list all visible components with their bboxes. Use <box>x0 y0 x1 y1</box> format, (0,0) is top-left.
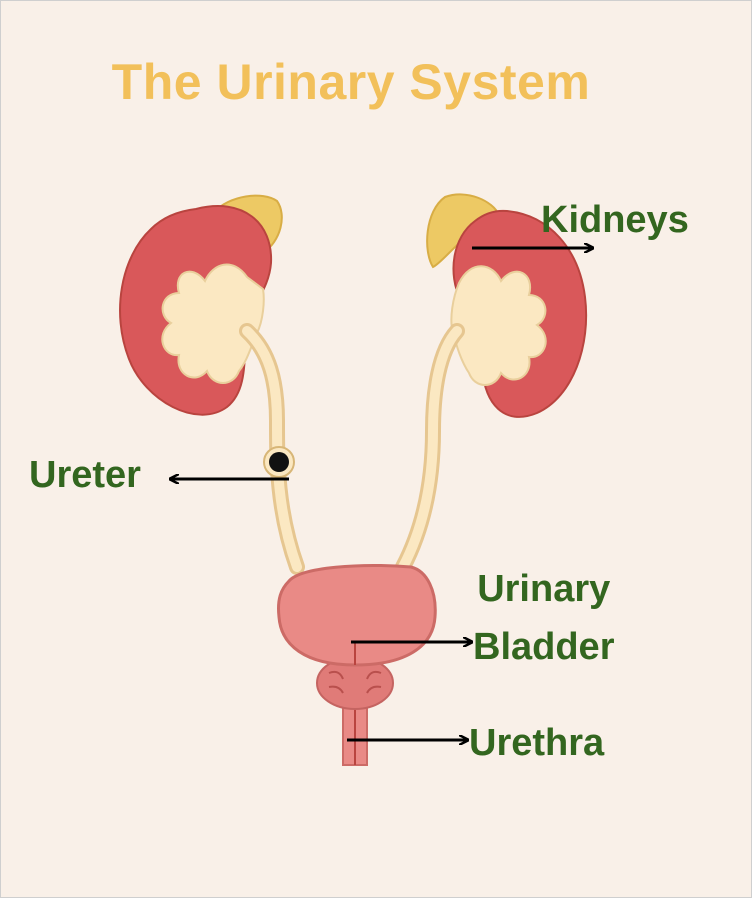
right-adrenal-gland <box>426 193 501 269</box>
ureter-label: Ureter <box>29 454 141 496</box>
prostate-detail <box>328 670 382 694</box>
right-ureter-inner <box>398 326 462 572</box>
left-ureter-inner <box>242 326 302 572</box>
urinary-bladder <box>277 564 437 667</box>
urinary-bladder-label: Urinary Bladder <box>473 560 614 676</box>
bladder-label-line2: Bladder <box>473 626 615 668</box>
right-kidney-pelvis <box>450 265 547 386</box>
page-title: The Urinary System <box>111 54 591 110</box>
bladder-label-line1: Urinary <box>477 568 611 610</box>
urethra-label: Urethra <box>469 722 605 764</box>
ureter-stone <box>269 452 289 472</box>
kidneys-label: Kidneys <box>541 199 689 241</box>
